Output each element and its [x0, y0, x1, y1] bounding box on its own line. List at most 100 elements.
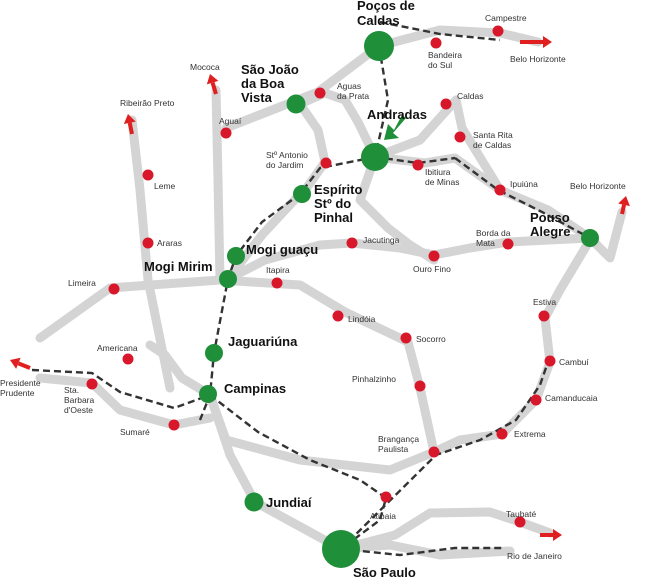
town-estiva-label-line-1: Estiva	[533, 297, 556, 307]
railway-3	[31, 368, 211, 410]
town-leme-marker	[142, 169, 154, 181]
town-aguas-da-prata-label-line-2: da Prata	[337, 91, 369, 101]
town-santa-rita-de-caldas-label-line-2: de Caldas	[473, 140, 511, 150]
town-sumare-marker	[168, 419, 180, 431]
town-ouro-fino-marker	[428, 250, 440, 262]
town-americana-marker	[122, 353, 134, 365]
town-lindoia-label-line-1: Lindóia	[348, 314, 376, 324]
city-jaguariuna-label-line-1: Jaguariúna	[228, 334, 298, 349]
town-bandeira-do-sul-label-line-2: do Sul	[428, 60, 452, 70]
town-bandeira-do-sul-marker	[430, 37, 442, 49]
highway-8	[205, 390, 346, 554]
city-mogi-guacu-marker	[227, 247, 245, 265]
highway-15	[370, 95, 505, 195]
town-itapira-marker	[271, 277, 283, 289]
railway-1	[373, 45, 390, 158]
town-borda-da-mata-marker	[502, 238, 514, 250]
town-jacutinga-label-line-1: Jacutinga	[363, 235, 400, 245]
destination-presidente-prudente-label-line-1: Presidente	[0, 378, 41, 388]
town-sta-barbara-d-oeste-label-line-3: d'Oeste	[64, 405, 93, 415]
town-araras-marker	[142, 237, 154, 249]
town-santa-rita-de-caldas-marker	[454, 131, 466, 143]
highway-11	[223, 233, 595, 284]
destination-mococa-arrow-icon	[206, 74, 219, 95]
town-aguai-marker	[220, 127, 232, 139]
city-pocos-de-caldas-label-line-1: Poços de	[357, 0, 415, 13]
highway-4	[127, 115, 175, 393]
city-mogi-mirim-marker	[219, 270, 237, 288]
town-braganca-paulista-label-line-2: Paulista	[378, 444, 409, 454]
town-itapira-label-line-1: Itapira	[266, 265, 290, 275]
city-pouso-alegre-label-line-1: Pouso	[530, 210, 570, 225]
highway-6	[145, 340, 215, 400]
city-pocos-de-caldas-label-line-2: Caldas	[357, 13, 400, 28]
cities-layer	[86, 25, 599, 568]
town-sta-barbara-d-oeste-marker	[86, 378, 98, 390]
highway-5	[35, 275, 439, 457]
town-estiva-marker	[538, 310, 550, 322]
city-jundiai-marker	[244, 492, 264, 512]
town-socorro-marker	[400, 332, 412, 344]
town-limeira-label-line-1: Limeira	[68, 278, 96, 288]
city-espirito-st-do-pinhal-marker	[293, 185, 311, 203]
town-cambui-label-line-1: Cambuí	[559, 357, 589, 367]
destination-rio-de-janeiro-label-line-1: Rio de Janeiro	[507, 551, 562, 561]
highway-16	[205, 390, 439, 475]
town-ibitiura-de-minas-label-line-2: de Minas	[425, 177, 460, 187]
city-campinas-marker	[199, 385, 217, 403]
city-pocos-de-caldas-marker	[364, 31, 394, 61]
roads-layer	[35, 25, 627, 560]
city-andradas-marker	[361, 143, 389, 171]
city-sao-paulo-marker	[322, 530, 360, 568]
city-sao-joao-da-boa-vista-label-line-1: São João	[241, 62, 299, 77]
city-jundiai-label-line-1: Jundiaí	[266, 495, 312, 510]
town-sumare-label-line-1: Sumaré	[120, 427, 150, 437]
town-ibitiura-de-minas-marker	[412, 159, 424, 171]
town-aguai-label-line-1: Aguaí	[219, 116, 242, 126]
city-campinas-label-line-1: Campinas	[224, 381, 286, 396]
destination-rio-de-janeiro-arrow-icon	[540, 529, 562, 541]
town-bandeira-do-sul-label-line-1: Bandeira	[428, 50, 462, 60]
city-sao-joao-da-boa-vista-label-line-3: Vista	[241, 90, 273, 105]
town-aguas-da-prata-label-line-1: Aguas	[337, 81, 361, 91]
destination-presidente-prudente-arrow-icon	[10, 357, 31, 370]
town-aguas-da-prata-marker	[314, 87, 326, 99]
highway-12	[585, 207, 627, 263]
highway-17	[295, 88, 380, 198]
town-campestre-label-line-1: Campestre	[485, 13, 527, 23]
city-pouso-alegre-marker	[581, 229, 599, 247]
town-lindoia-marker	[332, 310, 344, 322]
town-ipuiuna-label-line-1: Ipuiúna	[510, 179, 538, 189]
city-espirito-st-do-pinhal-label-line-3: Pinhal	[314, 210, 353, 225]
town-pinhalzinho-label-line-1: Pinhalzinho	[352, 374, 396, 384]
city-sao-joao-da-boa-vista-label-line-2: da Boa	[241, 76, 285, 91]
town-cambui-marker	[544, 355, 556, 367]
railway-4	[209, 394, 388, 550]
destination-presidente-prudente-label-line-2: Prudente	[0, 388, 35, 398]
town-americana-label-line-1: Americana	[97, 343, 138, 353]
town-araras-label-line-1: Araras	[157, 238, 182, 248]
town-socorro-label-line-1: Socorro	[416, 334, 446, 344]
destination-belo-horizonte-north-label-line-1: Belo Horizonte	[510, 54, 566, 64]
town-santa-rita-de-caldas-label-line-1: Santa Rita	[473, 130, 513, 140]
town-atibaia-marker	[380, 491, 392, 503]
highway-10	[336, 540, 515, 560]
town-taubate-label-line-1: Taubaté	[506, 509, 537, 519]
town-sta-barbara-d-oeste-label-line-2: Barbara	[64, 395, 95, 405]
town-camanducaia-label-line-1: Camanducaia	[545, 393, 598, 403]
andradas-pointer-icon	[384, 115, 406, 140]
town-limeira-marker	[108, 283, 120, 295]
railway-6	[340, 361, 550, 550]
city-espirito-st-do-pinhal-label-line-2: Stº do	[314, 196, 351, 211]
city-mogi-guacu-label-line-1: Mogi guaçu	[246, 242, 318, 257]
city-jaguariuna-marker	[205, 344, 223, 362]
town-ouro-fino-label-line-1: Ouro Fino	[413, 264, 451, 274]
town-borda-da-mata-label-line-2: Mata	[476, 238, 495, 248]
town-caldas-label-line-1: Caldas	[457, 91, 483, 101]
destination-belo-horizonte-east-label-line-1: Belo Horizonte	[570, 181, 626, 191]
railway-7	[374, 155, 456, 165]
destination-mococa-label-line-1: Mococa	[190, 62, 220, 72]
town-jacutinga-marker	[346, 237, 358, 249]
